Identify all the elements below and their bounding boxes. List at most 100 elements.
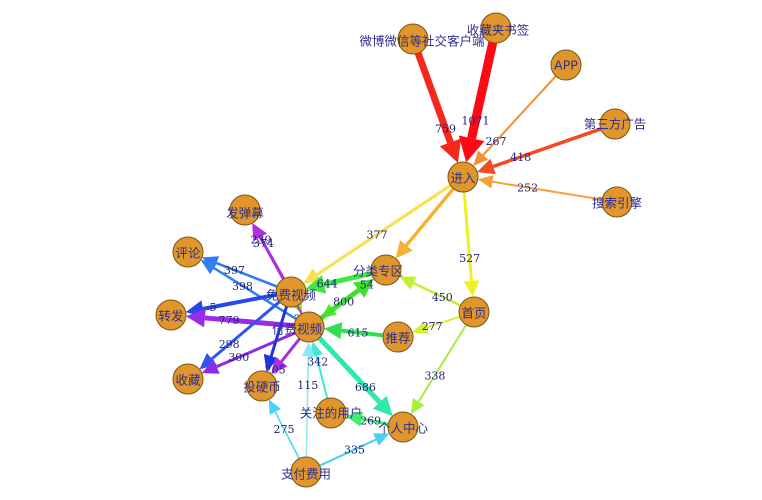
- arrowhead-paidvideo-to-comment: [200, 259, 218, 275]
- edge-label: 342: [307, 355, 328, 368]
- edge-label: 239: [251, 233, 272, 246]
- node-label-app: APP: [554, 58, 578, 73]
- arrowhead-payment-to-paidvideo: [302, 341, 315, 357]
- arrowhead-paidvideo-to-collect: [201, 359, 220, 374]
- node-paidvideo: [293, 311, 325, 343]
- edge-label: 779: [218, 314, 239, 327]
- arrowhead-paidvideo-to-share: [185, 308, 206, 328]
- edge-paidvideo-to-coin: [280, 337, 301, 363]
- edge-label: 398: [232, 280, 253, 293]
- arrowhead-category-to-freevideo: [305, 275, 327, 294]
- node-comment: [172, 236, 204, 268]
- edge-homepage-to-category: [412, 282, 462, 307]
- node-label-coin: 投硬币: [243, 380, 281, 395]
- edge-homepage-to-personal: [417, 324, 467, 403]
- node-favorites: [480, 12, 512, 44]
- edge-ads-to-enter: [492, 127, 602, 169]
- node-coin: [246, 370, 278, 402]
- edge-label: 300: [228, 351, 249, 364]
- edge-label: 269: [360, 415, 381, 428]
- edge-label: 252: [517, 182, 538, 195]
- edge-freevideo-to-comment: [215, 261, 278, 288]
- node-freevideo: [275, 276, 307, 308]
- arrowhead-paidvideo-to-personal: [372, 395, 393, 417]
- node-search: [601, 186, 633, 218]
- edge-search-to-enter: [492, 180, 603, 201]
- edge-labels-layer: 7591071267418252377527450277338644548002…: [210, 114, 539, 456]
- edge-label: 298: [219, 338, 240, 351]
- arrowhead-payment-to-personal: [373, 433, 390, 446]
- node-label-search: 搜索引擎: [592, 196, 642, 211]
- edge-label: 800: [333, 295, 354, 308]
- edge-follow-to-paidvideo: [315, 355, 329, 399]
- arrowhead-favorites-to-enter: [458, 135, 485, 163]
- arrowhead-homepage-to-recommend: [412, 321, 429, 335]
- node-personal: [387, 411, 419, 443]
- edge-label: 686: [355, 381, 376, 394]
- node-enter: [447, 161, 479, 193]
- node-ads: [599, 108, 631, 140]
- node-payment: [290, 456, 322, 488]
- node-label-payment: 支付费用: [281, 467, 331, 482]
- node-label-personal: 个人中心: [378, 421, 429, 436]
- arrowhead-freevideo-to-coin: [263, 353, 279, 372]
- edge-label: 54: [360, 278, 374, 291]
- edge-category-to-freevideo: [323, 270, 372, 287]
- node-label-category: 分类专区: [353, 264, 403, 279]
- edge-homepage-to-recommend: [425, 315, 461, 329]
- node-app: [550, 49, 582, 81]
- edge-label: 759: [435, 123, 456, 136]
- edge-label: 335: [344, 444, 365, 457]
- node-label-weibo: 微博微信等社交客户端: [359, 34, 484, 49]
- node-label-share: 转发: [158, 309, 184, 324]
- edge-paidvideo-to-collect: [216, 331, 296, 369]
- edge-label: 275: [274, 423, 295, 436]
- edge-label: 115: [297, 379, 318, 392]
- arrowhead-homepage-to-category: [399, 276, 417, 290]
- node-collect: [172, 363, 204, 395]
- arrowhead-search-to-enter: [477, 175, 494, 189]
- node-label-freevideo: 免费视频: [266, 288, 317, 303]
- arrowhead-homepage-to-personal: [410, 398, 425, 415]
- edge-weibo-to-enter: [414, 51, 454, 144]
- node-danmu: [229, 194, 261, 226]
- edge-label: 615: [347, 327, 368, 340]
- edge-favorites-to-enter: [467, 41, 498, 140]
- node-category: [370, 254, 402, 286]
- edge-enter-to-freevideo: [316, 184, 452, 276]
- node-label-comment: 评论: [175, 246, 201, 261]
- arrowhead-ads-to-enter: [477, 158, 496, 175]
- node-label-danmu: 发弹幕: [226, 206, 264, 221]
- arrowhead-app-to-enter: [473, 150, 489, 166]
- arrowhead-recommend-to-paidvideo: [323, 322, 343, 340]
- edge-payment-to-paidvideo: [305, 356, 310, 458]
- edge-label: 267: [485, 135, 506, 148]
- arrowhead-paidvideo-to-danmu: [252, 223, 266, 240]
- arrowhead-personal-to-follow: [345, 411, 364, 427]
- edge-label: 418: [510, 151, 531, 164]
- edge-label: 527: [459, 252, 480, 265]
- edge-paidvideo-to-personal: [317, 336, 382, 404]
- node-weibo: [397, 23, 429, 55]
- node-recommend: [382, 321, 414, 353]
- edge-paidvideo-to-share: [204, 315, 295, 329]
- edge-label: 450: [432, 291, 453, 304]
- nodes-layer: [155, 12, 633, 488]
- node-label-follow: 关注的用户: [300, 406, 363, 421]
- edge-payment-to-coin: [274, 411, 300, 459]
- edge-label: 374: [253, 237, 274, 250]
- edge-enter-to-category: [404, 187, 455, 247]
- arrowhead-enter-to-homepage: [463, 280, 480, 298]
- arrowhead-paidvideo-to-coin: [271, 356, 288, 375]
- arrowhead-enter-to-category: [395, 240, 413, 259]
- arrowhead-weibo-to-enter: [439, 138, 462, 163]
- node-homepage: [458, 296, 490, 328]
- edge-label: 338: [424, 369, 445, 382]
- edge-freevideo-to-collect: [210, 300, 281, 361]
- arrowhead-paidvideo-to-category: [353, 278, 374, 298]
- edge-freevideo-to-share: [202, 292, 277, 311]
- edge-label: 277: [422, 320, 443, 333]
- node-label-favorites: 收藏夹书签: [467, 23, 530, 38]
- edge-personal-to-follow: [361, 417, 389, 426]
